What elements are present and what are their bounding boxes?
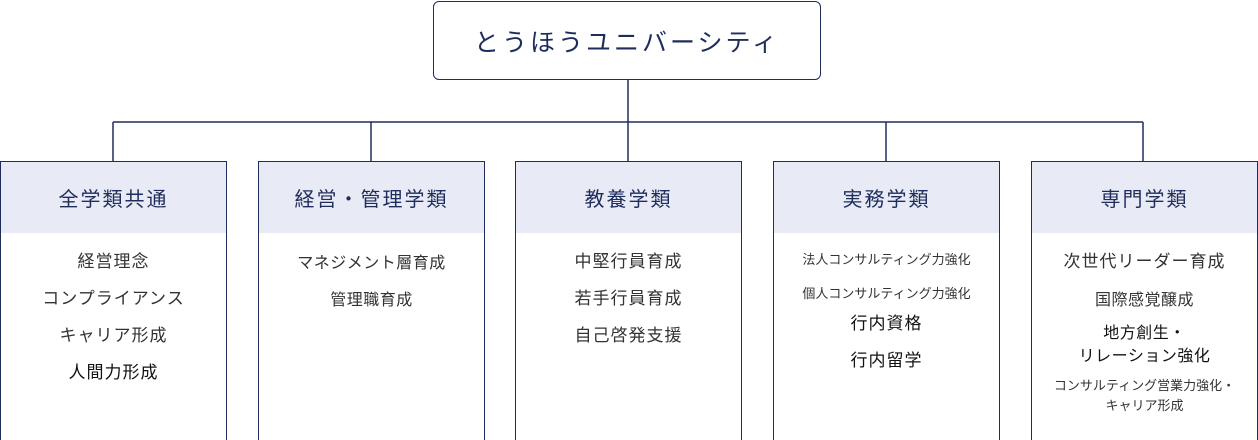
list-item: コンプライアンス (42, 289, 185, 309)
list-item: 中堅行員育成 (574, 252, 683, 272)
category-items: 中堅行員育成 若手行員育成 自己啓発支援 (516, 233, 741, 362)
list-item: 自己啓発支援 (574, 326, 683, 346)
category-items: マネジメント層育成 管理職育成 (259, 233, 484, 325)
category-title: 教養学類 (584, 187, 673, 211)
category-header: 専門学類 (1032, 162, 1257, 233)
category-header: 教養学類 (516, 162, 741, 233)
list-item: 経営理念 (77, 252, 150, 272)
category-items: 経営理念 コンプライアンス キャリア形成 人間力形成 (1, 233, 226, 399)
category-header: 全学類共通 (1, 162, 226, 233)
root-label: とうほうユニバーシティ (473, 27, 780, 57)
list-item: コンサルティング営業力強化・ キャリア形成 (1053, 379, 1236, 414)
category-specialized: 専門学類 次世代リーダー育成 国際感覚醸成 地方創生・ リレーション強化 コンサ… (1031, 161, 1258, 440)
list-item: 行内資格 (850, 314, 923, 334)
list-item: マネジメント層育成 (297, 253, 446, 272)
category-title: 全学類共通 (58, 187, 169, 211)
list-item: キャリア形成 (59, 326, 168, 346)
category-header: 経営・管理学類 (259, 162, 484, 233)
category-management: 経営・管理学類 マネジメント層育成 管理職育成 (258, 161, 485, 440)
list-item: 人間力形成 (68, 363, 159, 383)
category-practical: 実務学類 法人コンサルティング力強化 個人コンサルティング力強化 行内資格 行内… (773, 161, 1000, 440)
list-item: 次世代リーダー育成 (1063, 252, 1226, 272)
list-item: 個人コンサルティング力強化 (802, 287, 971, 302)
list-item: 法人コンサルティング力強化 (802, 253, 971, 268)
list-item: 管理職育成 (330, 290, 413, 309)
list-item: 若手行員育成 (574, 289, 683, 309)
category-items: 法人コンサルティング力強化 個人コンサルティング力強化 行内資格 行内留学 (774, 233, 999, 387)
root-node: とうほうユニバーシティ (433, 1, 821, 80)
category-title: 経営・管理学類 (294, 187, 449, 211)
list-item: 国際感覚醸成 (1094, 290, 1194, 309)
list-item: 地方創生・ リレーション強化 (1078, 323, 1211, 365)
category-common: 全学類共通 経営理念 コンプライアンス キャリア形成 人間力形成 (0, 161, 227, 440)
category-title: 専門学類 (1100, 187, 1189, 211)
category-items: 次世代リーダー育成 国際感覚醸成 地方創生・ リレーション強化 コンサルティング… (1032, 233, 1257, 431)
category-liberal-arts: 教養学類 中堅行員育成 若手行員育成 自己啓発支援 (515, 161, 742, 440)
category-title: 実務学類 (842, 187, 931, 211)
list-item: 行内留学 (850, 351, 923, 371)
category-header: 実務学類 (774, 162, 999, 233)
